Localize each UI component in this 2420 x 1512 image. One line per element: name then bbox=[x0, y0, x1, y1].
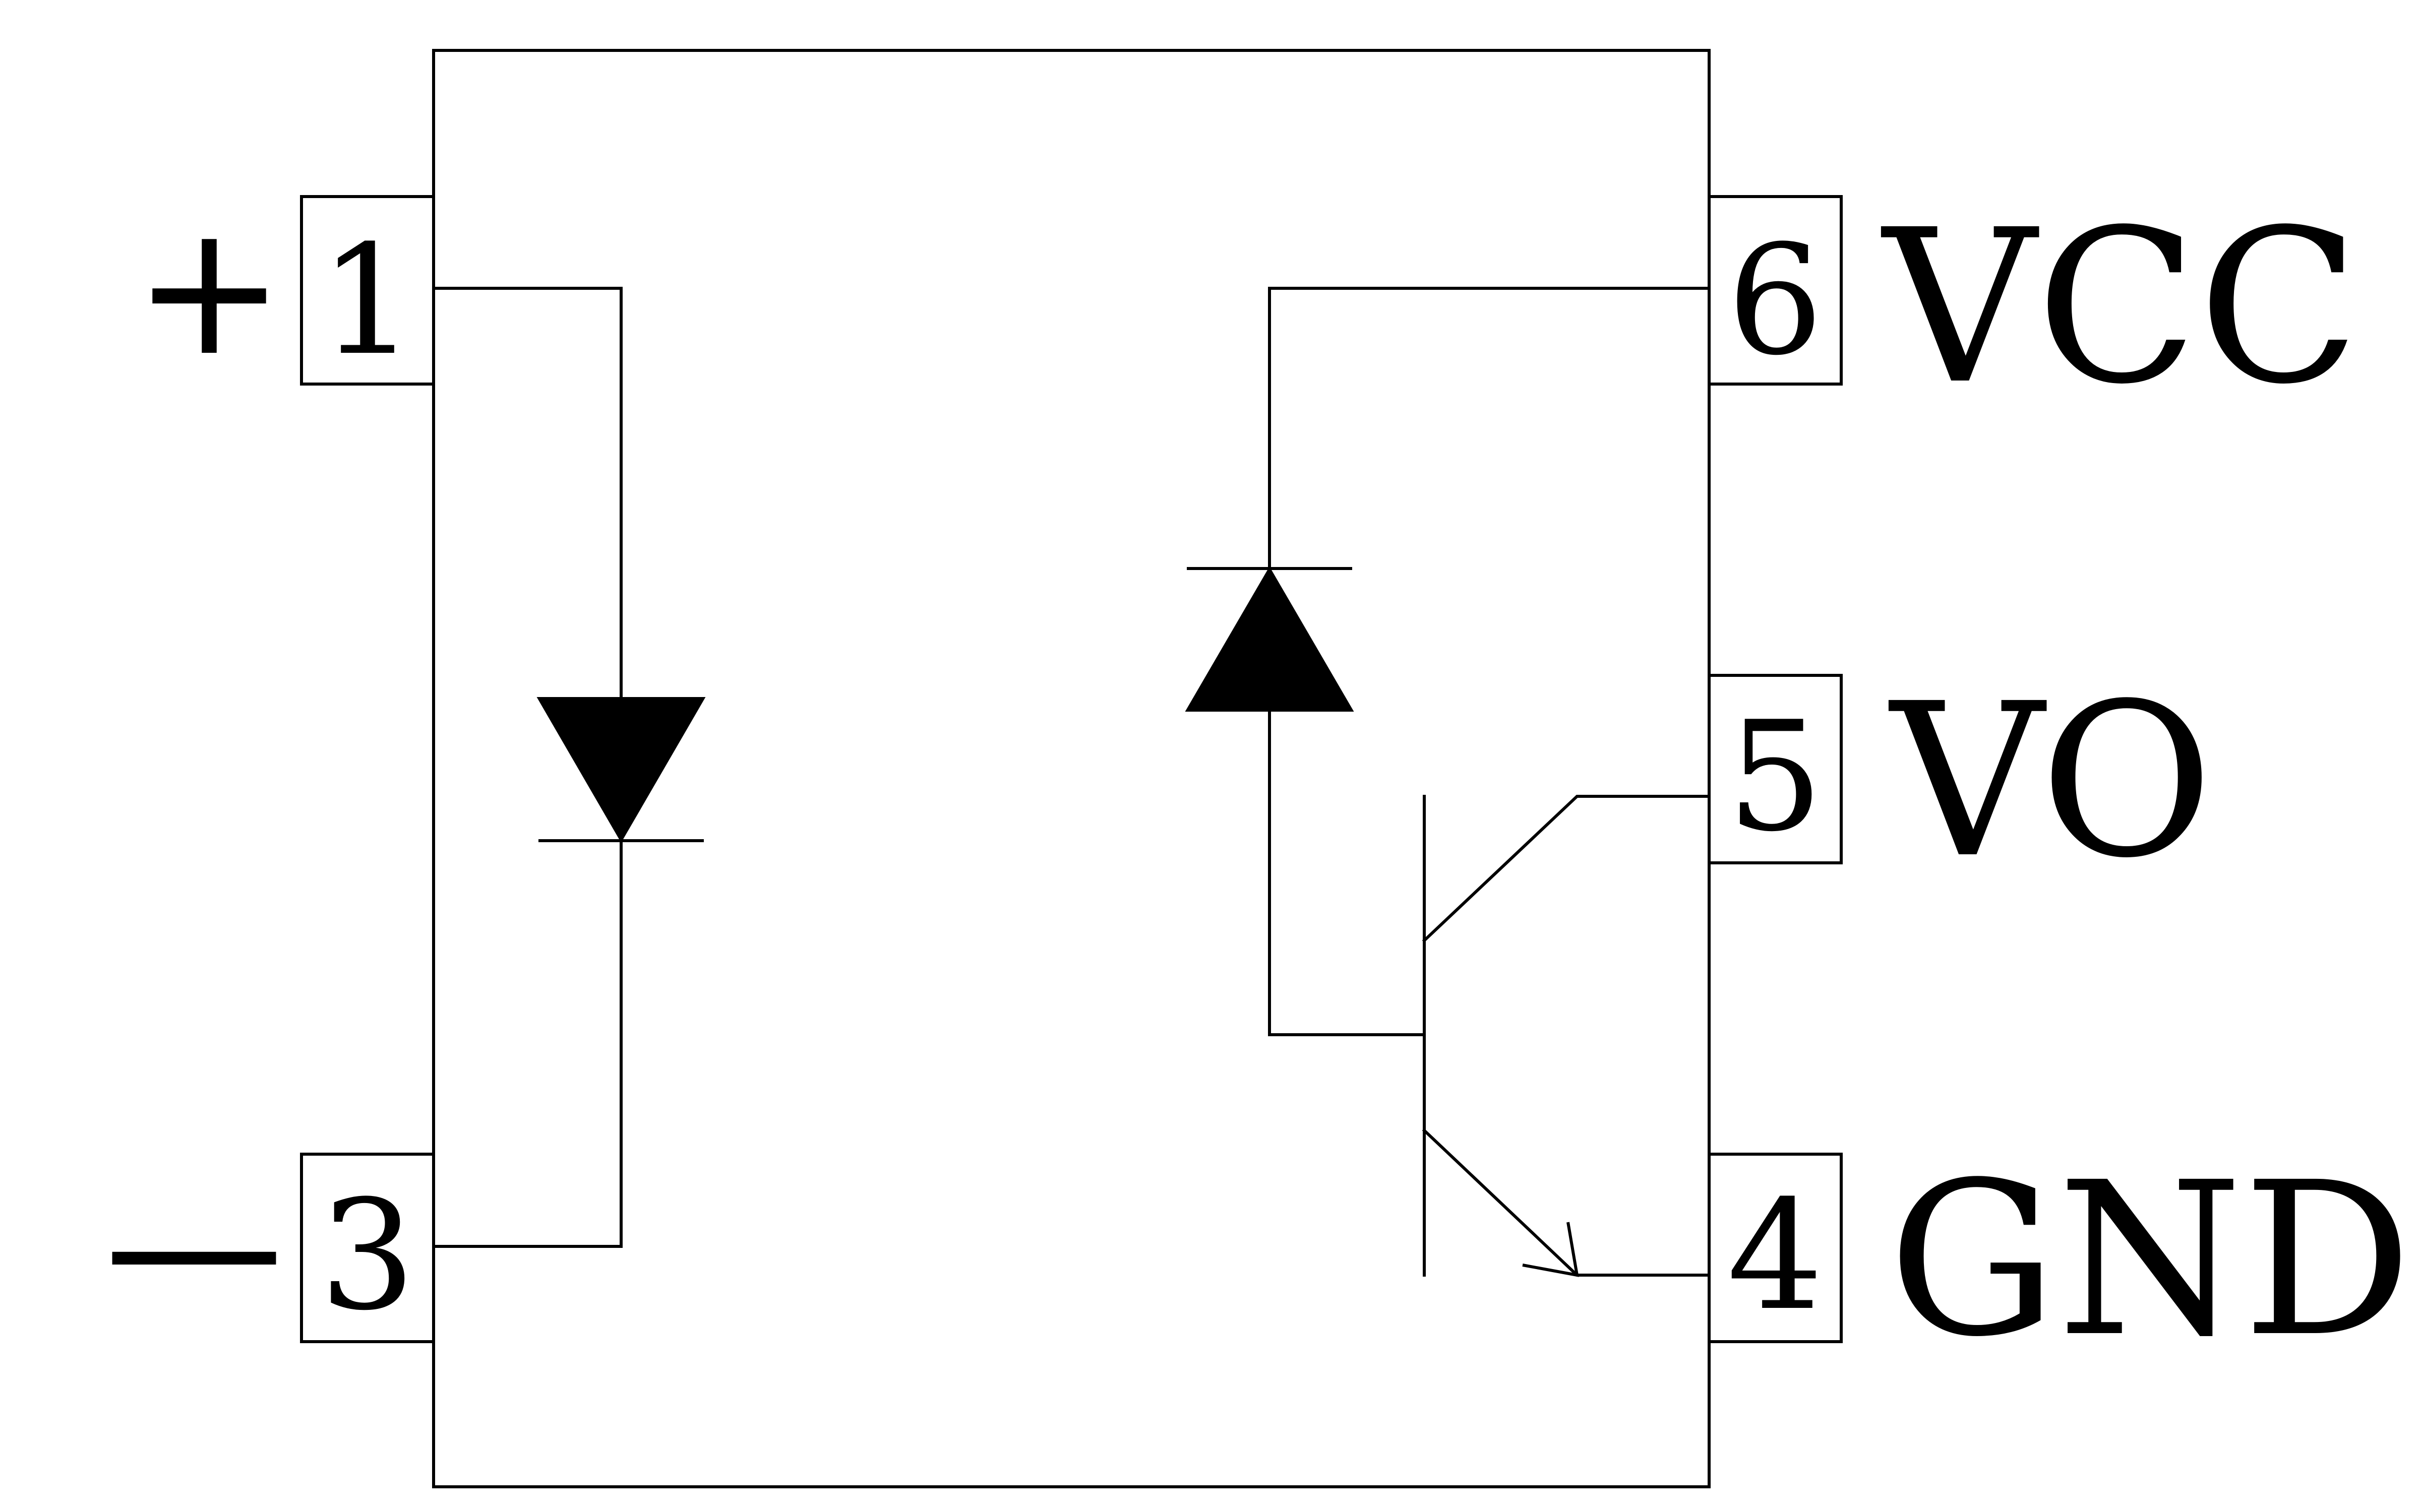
emitter-arrow-icon bbox=[1522, 1222, 1579, 1277]
wire-photodiode-to-base bbox=[1268, 709, 1426, 1036]
pin-4-number: 4 bbox=[1727, 1168, 1824, 1344]
pin-4-box bbox=[1708, 1153, 1843, 1343]
collector-to-pin5 bbox=[1422, 795, 1711, 943]
pin-6-box bbox=[1708, 195, 1843, 386]
pin-5-box bbox=[1708, 674, 1843, 864]
photodiode bbox=[1185, 287, 1711, 1036]
pin-5-label: VO bbox=[1887, 658, 2213, 905]
pin-1-number: 1 bbox=[320, 213, 416, 389]
pin-5-number: 5 bbox=[1727, 689, 1824, 865]
emitter-to-pin4 bbox=[1422, 1128, 1711, 1277]
pin-3-polarity: — bbox=[103, 1140, 285, 1351]
photodiode-triangle bbox=[1185, 566, 1354, 712]
pin-5: 5 VO bbox=[1708, 658, 2213, 905]
input-led bbox=[432, 287, 706, 1248]
pin-6: 6 VCC bbox=[1708, 184, 2360, 431]
wire-pin1-to-led-anode bbox=[432, 287, 623, 700]
pin-1: 1 + bbox=[133, 184, 435, 396]
pin-1-box bbox=[300, 195, 435, 386]
pin-6-number: 6 bbox=[1727, 213, 1824, 389]
output-transistor bbox=[1422, 795, 1711, 1277]
pin-1-polarity: + bbox=[133, 184, 285, 396]
pin-6-label: VCC bbox=[1880, 184, 2360, 431]
pin-4: 4 GND bbox=[1708, 1137, 2412, 1383]
led-triangle bbox=[536, 697, 706, 843]
pin-3: 3 — bbox=[103, 1140, 435, 1351]
wire-led-cathode-to-pin3 bbox=[432, 839, 623, 1248]
pin-3-number: 3 bbox=[320, 1168, 416, 1344]
wire-pin6-to-photodiode bbox=[1268, 287, 1711, 570]
pin-4-label: GND bbox=[1888, 1137, 2412, 1383]
